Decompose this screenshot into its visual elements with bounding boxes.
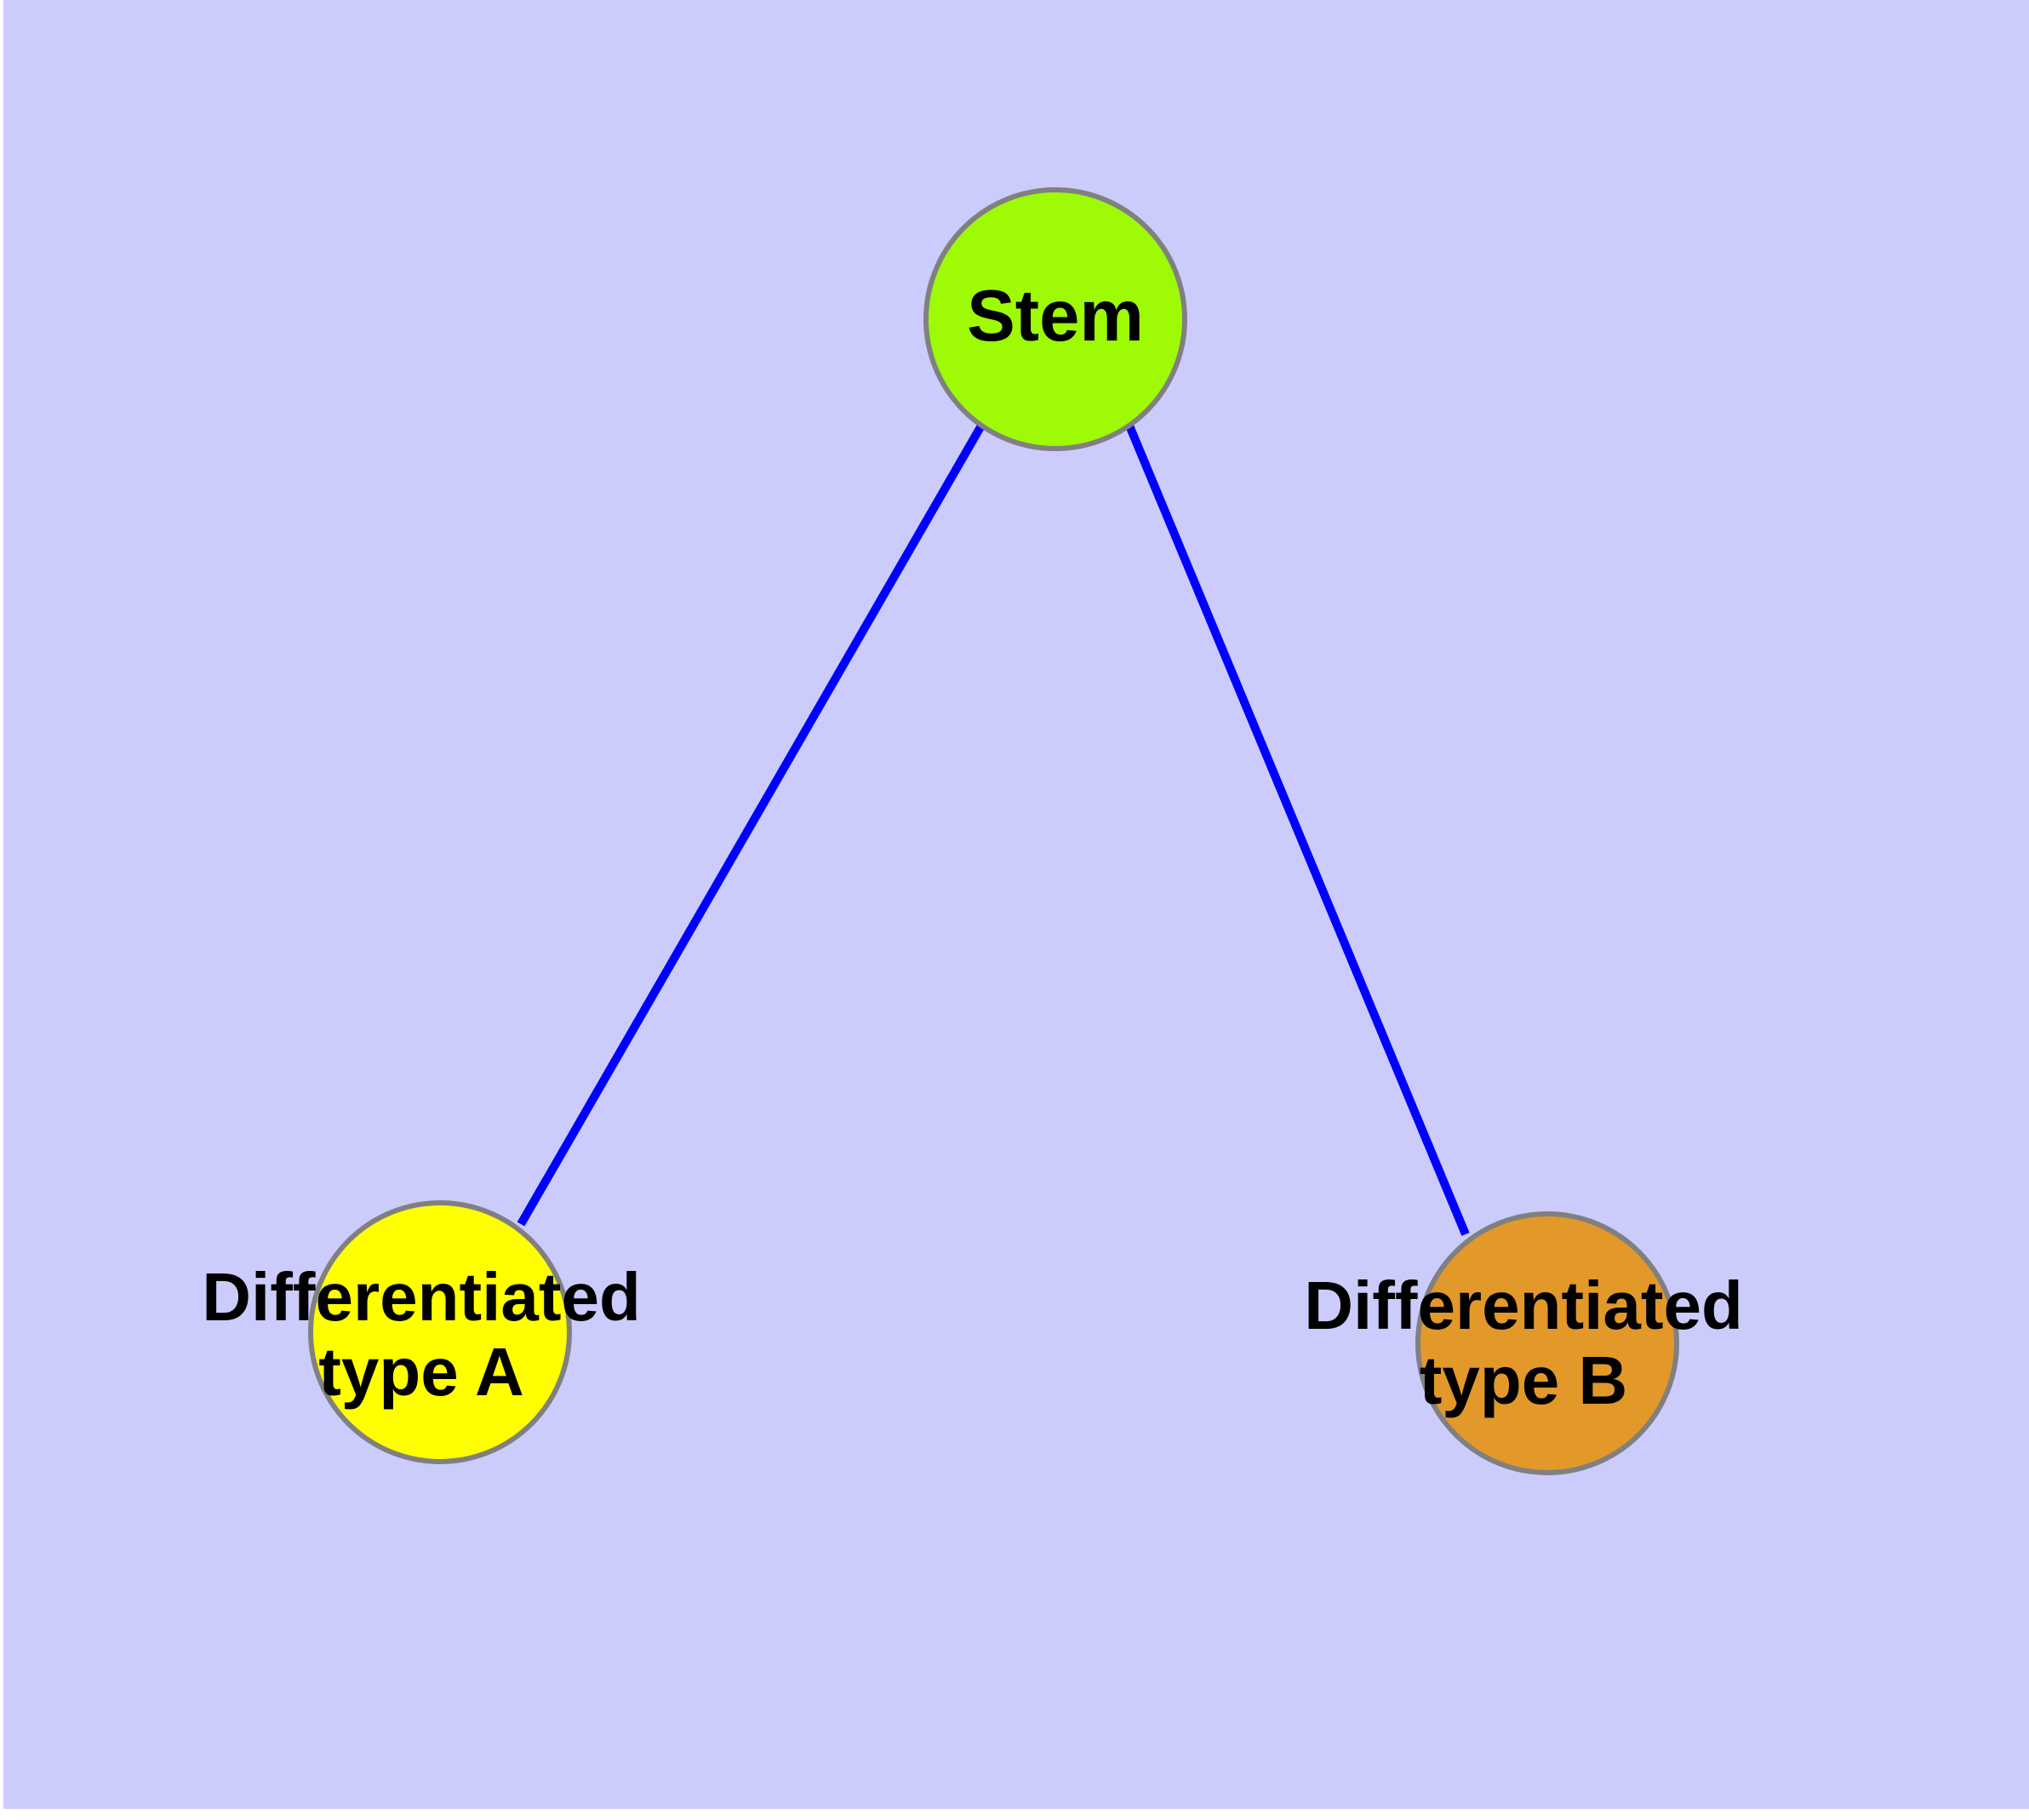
graph-node-label-stem: Stem [967,276,1144,357]
label-line: type B [1420,1342,1628,1418]
graph-node-stem[interactable] [923,187,1187,451]
label-line: type A [318,1334,524,1410]
edges-layer [517,423,1470,1236]
graph-node-diff_a[interactable] [308,1200,572,1464]
label-line: Stem [967,276,1144,357]
nodes-layer [308,187,1679,1475]
graph-edge [1125,424,1470,1236]
label-line: Differentiated [202,1259,641,1335]
graph-edge [517,423,986,1227]
label-line: Differentiated [1304,1268,1743,1343]
graph-node-diff_b[interactable] [1415,1211,1679,1475]
